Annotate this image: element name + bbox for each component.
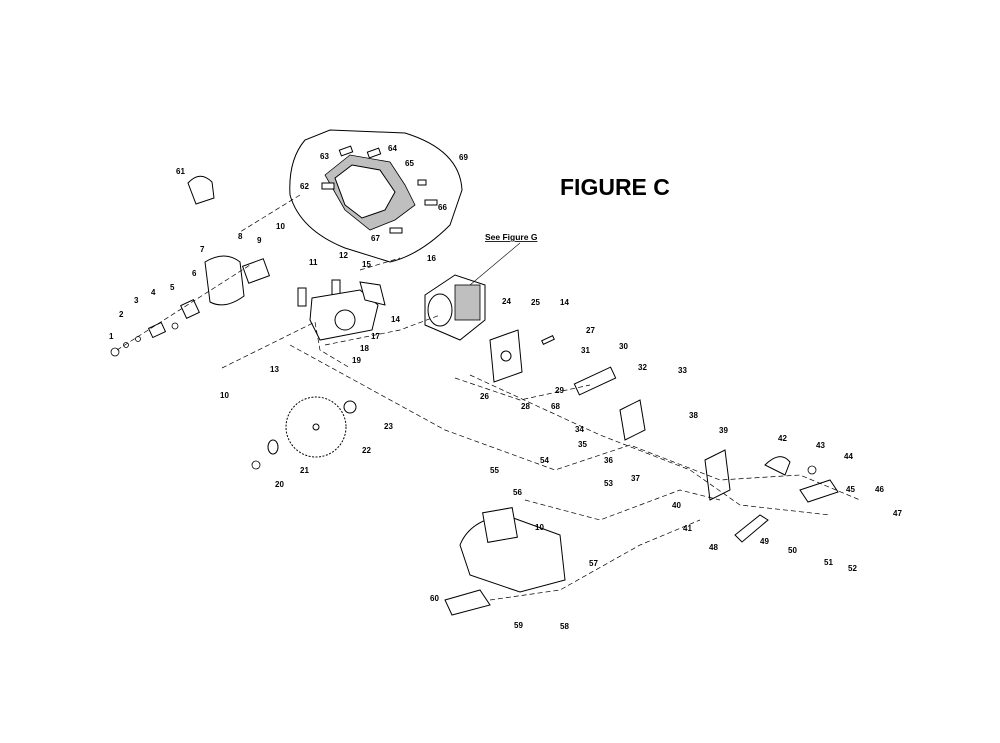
- bracket-assembly: [489, 329, 646, 441]
- part-61-guard: [187, 175, 215, 205]
- callout-7: 7: [200, 245, 205, 254]
- callout-66: 66: [438, 203, 447, 212]
- callout-62: 62: [300, 182, 309, 191]
- callout-31: 31: [581, 346, 590, 355]
- callout-10-top: 10: [276, 222, 285, 231]
- callout-6: 6: [192, 269, 197, 278]
- lower-guard: [444, 507, 566, 616]
- callout-58: 58: [560, 622, 569, 631]
- callout-8: 8: [238, 232, 243, 241]
- callout-33: 33: [678, 366, 687, 375]
- callout-29: 29: [555, 386, 564, 395]
- callout-27: 27: [586, 326, 595, 335]
- callout-25: 25: [531, 298, 540, 307]
- callout-10-center: 10: [535, 523, 544, 532]
- callout-28: 28: [521, 402, 530, 411]
- callout-55: 55: [490, 466, 499, 475]
- callout-69: 69: [459, 153, 468, 162]
- callout-61: 61: [176, 167, 185, 176]
- saw-blade: [251, 396, 357, 470]
- callout-14-left: 14: [391, 315, 400, 324]
- callout-3: 3: [134, 296, 139, 305]
- callout-65: 65: [405, 159, 414, 168]
- callout-18: 18: [360, 344, 369, 353]
- right-assembly: [704, 449, 839, 543]
- callout-49: 49: [760, 537, 769, 546]
- callout-4: 4: [151, 288, 156, 297]
- callout-56: 56: [513, 488, 522, 497]
- callout-46: 46: [875, 485, 884, 494]
- callout-21: 21: [300, 466, 309, 475]
- callout-32: 32: [638, 363, 647, 372]
- callout-40: 40: [672, 501, 681, 510]
- callout-5: 5: [170, 283, 175, 292]
- callout-57: 57: [589, 559, 598, 568]
- arm-assembly: [297, 279, 386, 341]
- callout-labels: 1 2 3 4 5 6 7 8 9 10 10 10 11 12 13 14 1…: [109, 144, 902, 631]
- callout-12: 12: [339, 251, 348, 260]
- callout-64: 64: [388, 144, 397, 153]
- figure-title: FIGURE C: [560, 174, 670, 200]
- callout-22: 22: [362, 446, 371, 455]
- callout-37: 37: [631, 474, 640, 483]
- callout-68: 68: [551, 402, 560, 411]
- motor-assembly: [424, 274, 486, 341]
- callout-38: 38: [689, 411, 698, 420]
- front-assembly: [110, 255, 271, 357]
- callout-54: 54: [540, 456, 549, 465]
- callout-42: 42: [778, 434, 787, 443]
- callout-52: 52: [848, 564, 857, 573]
- callout-43: 43: [816, 441, 825, 450]
- callout-63: 63: [320, 152, 329, 161]
- callout-13: 13: [270, 365, 279, 374]
- callout-19: 19: [352, 356, 361, 365]
- callout-26: 26: [480, 392, 489, 401]
- assembly-dash-lines: [221, 257, 861, 601]
- callout-35: 35: [578, 440, 587, 449]
- see-figure-g-label: See Figure G: [485, 232, 538, 242]
- callout-50: 50: [788, 546, 797, 555]
- callout-20: 20: [275, 480, 284, 489]
- callout-44: 44: [844, 452, 853, 461]
- callout-60: 60: [430, 594, 439, 603]
- callout-59: 59: [514, 621, 523, 630]
- callout-47: 47: [893, 509, 902, 518]
- callout-23: 23: [384, 422, 393, 431]
- callout-45: 45: [846, 485, 855, 494]
- callout-67: 67: [371, 234, 380, 243]
- callout-51: 51: [824, 558, 833, 567]
- callout-16: 16: [427, 254, 436, 263]
- callout-24: 24: [502, 297, 511, 306]
- callout-10-left: 10: [220, 391, 229, 400]
- callout-17: 17: [371, 332, 380, 341]
- callout-53: 53: [604, 479, 613, 488]
- callout-48: 48: [709, 543, 718, 552]
- callout-1: 1: [109, 332, 114, 341]
- callout-2: 2: [119, 310, 124, 319]
- callout-34: 34: [575, 425, 584, 434]
- blade-guard-inset: [321, 145, 438, 234]
- callout-11: 11: [309, 258, 318, 267]
- callout-39: 39: [719, 426, 728, 435]
- callout-36: 36: [604, 456, 613, 465]
- callout-30: 30: [619, 342, 628, 351]
- callout-41: 41: [683, 524, 692, 533]
- callout-14-right: 14: [560, 298, 569, 307]
- callout-15: 15: [362, 260, 371, 269]
- callout-9: 9: [257, 236, 262, 245]
